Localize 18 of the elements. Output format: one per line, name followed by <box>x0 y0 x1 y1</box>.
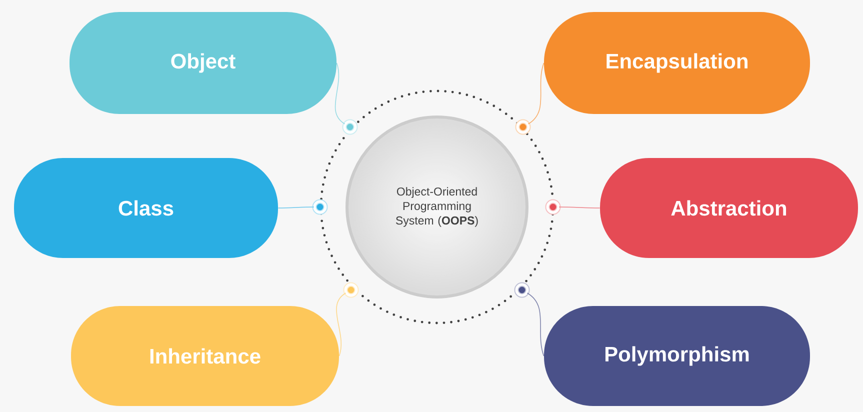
connector-line <box>334 62 346 124</box>
connector-line <box>558 206 600 208</box>
dot-marker <box>515 119 531 135</box>
pill-box: Abstraction <box>600 158 858 258</box>
pill-box: Polymorphism <box>544 306 810 406</box>
pill-box: Object <box>70 12 336 114</box>
connector-line <box>528 62 544 124</box>
connector-line <box>336 292 346 356</box>
pill-box: Class <box>14 158 278 258</box>
pill-box: Encapsulation <box>544 12 810 114</box>
dot-marker <box>312 199 328 215</box>
connector-line <box>526 292 544 356</box>
connector-line <box>278 206 314 208</box>
dot-marker <box>342 119 358 135</box>
dot-marker <box>343 282 359 298</box>
dot-marker <box>545 199 561 215</box>
pill-box: Inheritance <box>71 306 339 406</box>
dot-marker <box>514 282 530 298</box>
